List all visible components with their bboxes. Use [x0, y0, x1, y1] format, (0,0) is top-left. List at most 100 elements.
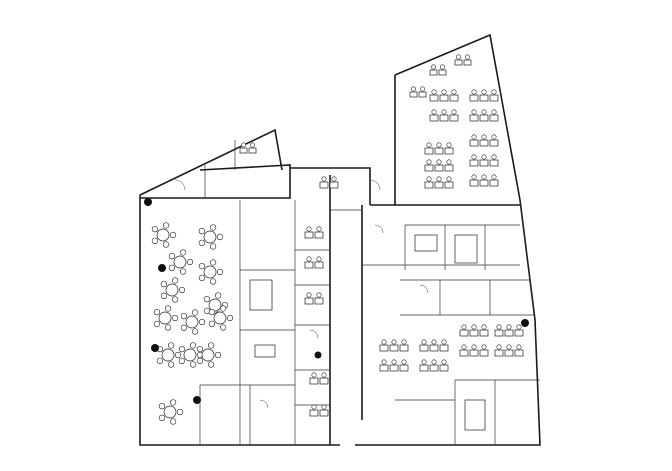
desk-workstation	[444, 176, 454, 189]
plants	[144, 198, 529, 404]
round-table-cluster	[151, 222, 177, 248]
desk-workstation	[424, 176, 434, 189]
round-table-cluster	[198, 224, 224, 250]
plant	[521, 319, 529, 327]
plant	[144, 198, 152, 206]
desk-workstation	[309, 404, 319, 417]
meeting-table	[414, 234, 438, 252]
desk-workstation	[429, 339, 439, 352]
desk-workstation	[479, 174, 489, 187]
desk-workstation	[479, 134, 489, 147]
desk-workstation	[434, 142, 444, 155]
desk-workstation	[489, 174, 499, 187]
round-table-cluster	[198, 259, 224, 285]
desk-workstation	[459, 324, 469, 337]
desk-workstation	[494, 344, 504, 357]
desk-workstation	[489, 134, 499, 147]
wall-center-top	[290, 167, 371, 205]
plant	[151, 344, 159, 352]
round-table-clusters	[151, 222, 234, 425]
desk-workstation	[479, 344, 489, 357]
desk-workstation	[314, 226, 324, 239]
desk-workstation	[418, 86, 427, 98]
desk-workstation	[389, 339, 399, 352]
desk-workstation	[459, 344, 469, 357]
desk-workstation	[514, 344, 524, 357]
desk-workstation	[429, 109, 439, 122]
meeting-table	[254, 344, 276, 358]
desk-workstation	[479, 89, 489, 102]
desk-workstation	[439, 359, 449, 372]
desk-workstation	[399, 339, 409, 352]
desk-workstation	[319, 404, 329, 417]
desk-workstation	[309, 372, 319, 385]
desk-workstation	[479, 109, 489, 122]
desk-workstation	[489, 154, 499, 167]
desk-workstation	[439, 89, 449, 102]
desk-workstation	[479, 154, 489, 167]
desk-workstation	[304, 256, 314, 269]
meeting-table	[464, 399, 486, 431]
desk-workstation	[489, 109, 499, 122]
desk-workstation	[514, 324, 524, 337]
desk-workstation	[248, 142, 257, 154]
desk-workstation	[469, 109, 479, 122]
meeting-tables	[249, 234, 486, 431]
meeting-table	[249, 279, 273, 311]
desk-workstation	[379, 339, 389, 352]
round-table-cluster	[208, 305, 234, 331]
desk-workstation	[379, 359, 389, 372]
round-table-cluster	[180, 309, 206, 335]
desk-workstation	[494, 324, 504, 337]
desk-workstation	[479, 324, 489, 337]
desk-workstation	[314, 292, 324, 305]
desk-workstation	[469, 174, 479, 187]
desk-workstation	[469, 89, 479, 102]
interior-partitions	[199, 140, 540, 445]
desk-workstation	[469, 154, 479, 167]
round-table-cluster	[196, 342, 222, 368]
desk-workstation	[449, 109, 459, 122]
desk-workstation	[504, 324, 514, 337]
desk-workstation	[429, 64, 438, 76]
desk-workstation	[399, 359, 409, 372]
plant	[158, 264, 166, 272]
desk-workstation	[439, 339, 449, 352]
outer-walls	[139, 33, 541, 446]
desk-workstation	[304, 226, 314, 239]
desk-workstation	[463, 54, 472, 66]
desk-workstation	[419, 339, 429, 352]
desk-workstation	[449, 89, 459, 102]
desk-workstation	[444, 142, 454, 155]
plant	[314, 351, 322, 359]
desk-workstation	[304, 292, 314, 305]
desk-workstation	[434, 176, 444, 189]
wall-east-top	[355, 33, 541, 446]
wall-east-left	[370, 75, 396, 206]
desk-workstation	[429, 359, 439, 372]
desk-workstation	[419, 359, 429, 372]
wall-left-wing	[139, 195, 340, 446]
meeting-table	[454, 234, 478, 264]
desk-workstation	[444, 159, 454, 172]
desk-workstations	[239, 54, 524, 417]
desk-workstation	[454, 54, 463, 66]
desk-workstation	[319, 372, 329, 385]
desk-workstation	[469, 344, 479, 357]
wall-left-roof	[139, 128, 283, 196]
desk-workstation	[429, 89, 439, 102]
desk-workstation	[409, 86, 418, 98]
round-table-cluster	[178, 342, 204, 368]
round-table-cluster	[168, 249, 194, 275]
desk-workstation	[438, 64, 447, 76]
desk-workstation	[424, 142, 434, 155]
desk-workstation	[319, 176, 329, 189]
round-table-cluster	[153, 305, 179, 331]
desk-workstation	[434, 159, 444, 172]
desk-workstation	[239, 142, 248, 154]
desk-workstation	[389, 359, 399, 372]
desk-workstation	[329, 176, 339, 189]
desk-workstation	[424, 159, 434, 172]
desk-workstation	[504, 344, 514, 357]
